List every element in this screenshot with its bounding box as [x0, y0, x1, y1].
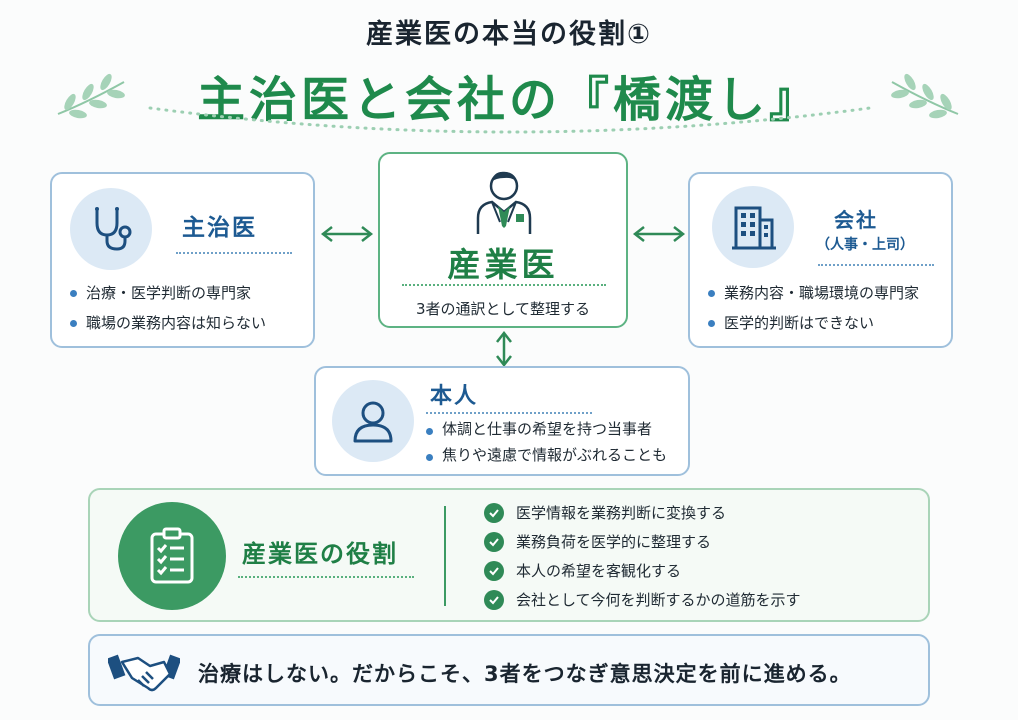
divider — [818, 264, 934, 266]
clipboard-checklist-icon — [118, 502, 226, 610]
company-subtitle: （人事・上司） — [816, 237, 914, 253]
divider — [176, 252, 292, 254]
handshake-icon — [108, 654, 180, 692]
check-icon — [484, 589, 504, 610]
list-item: 業務内容・職場環境の専門家 — [708, 278, 919, 308]
building-icon — [712, 186, 794, 268]
occupational-doctor-title: 産業医 — [447, 245, 559, 284]
list-item: 職場の業務内容は知らない — [70, 308, 266, 338]
checklist-text: 業務負荷を医学的に整理する — [516, 533, 712, 551]
check-icon — [484, 502, 504, 523]
leaf-branch-right-icon — [891, 73, 959, 119]
attending-doctor-card: 主治医 治療・医学判断の専門家 職場の業務内容は知らない — [50, 172, 315, 348]
check-icon — [484, 531, 504, 552]
person-card: 本人 体調と仕事の希望を持つ当事者 焦りや遠慮で情報がぶれることも — [314, 366, 690, 476]
person-title: 本人 — [430, 384, 479, 409]
list-item: 会社として今何を判断するかの道筋を示す — [484, 585, 801, 614]
divider — [426, 412, 592, 414]
person-icon — [332, 380, 414, 462]
checklist-text: 本人の希望を客観化する — [516, 562, 682, 580]
checklist-text: 会社として今何を判断するかの道筋を示す — [516, 591, 801, 609]
person-bullets: 体調と仕事の希望を持つ当事者 焦りや遠慮で情報がぶれることも — [426, 416, 667, 468]
list-item: 治療・医学判断の専門家 — [70, 278, 266, 308]
bottom-banner: 治療はしない。だからこそ、3者をつなぎ意思決定を前に進める。 — [88, 634, 930, 706]
occupational-doctor-description: 3者の通訳として整理する — [415, 300, 591, 318]
bidirectional-arrow-icon — [632, 226, 686, 242]
list-item: 医学的判断はできない — [708, 308, 919, 338]
list-item: 業務負荷を医学的に整理する — [484, 527, 801, 556]
list-item: 体調と仕事の希望を持つ当事者 — [426, 416, 667, 442]
leaf-branch-left-icon — [57, 73, 125, 119]
subtitle: 産業医の本当の役割① — [366, 19, 652, 50]
doctor-person-icon — [476, 171, 532, 234]
divider — [238, 576, 414, 578]
list-item: 焦りや遠慮で情報がぶれることも — [426, 442, 667, 468]
divider — [402, 284, 606, 286]
page-title: 主治医と会社の『橋渡し』 — [196, 72, 821, 128]
stethoscope-icon — [70, 188, 152, 270]
attending-doctor-title: 主治医 — [182, 215, 257, 241]
bidirectional-arrow-icon — [320, 226, 374, 242]
list-item: 本人の希望を客観化する — [484, 556, 801, 585]
decorative-dotted-arc — [148, 106, 872, 134]
check-icon — [484, 560, 504, 581]
attending-doctor-bullets: 治療・医学判断の専門家 職場の業務内容は知らない — [70, 278, 266, 338]
company-card: 会社 （人事・上司） 業務内容・職場環境の専門家 医学的判断はできない — [688, 172, 953, 348]
role-checklist: 医学情報を業務判断に変換する 業務負荷を医学的に整理する 本人の希望を客観化する… — [484, 498, 801, 614]
vertical-divider — [444, 506, 446, 606]
checklist-text: 医学情報を業務判断に変換する — [516, 504, 727, 522]
bottom-banner-text: 治療はしない。だからこそ、3者をつなぎ意思決定を前に進める。 — [198, 662, 852, 686]
list-item: 医学情報を業務判断に変換する — [484, 498, 801, 527]
company-title: 会社 — [834, 208, 878, 232]
company-bullets: 業務内容・職場環境の専門家 医学的判断はできない — [708, 278, 919, 338]
occupational-doctor-card: 産業医 3者の通訳として整理する — [378, 152, 628, 328]
bidirectional-arrow-vertical-icon — [496, 330, 512, 368]
role-title: 産業医の役割 — [242, 540, 398, 568]
role-card: 産業医の役割 医学情報を業務判断に変換する 業務負荷を医学的に整理する 本人の希… — [88, 488, 930, 622]
